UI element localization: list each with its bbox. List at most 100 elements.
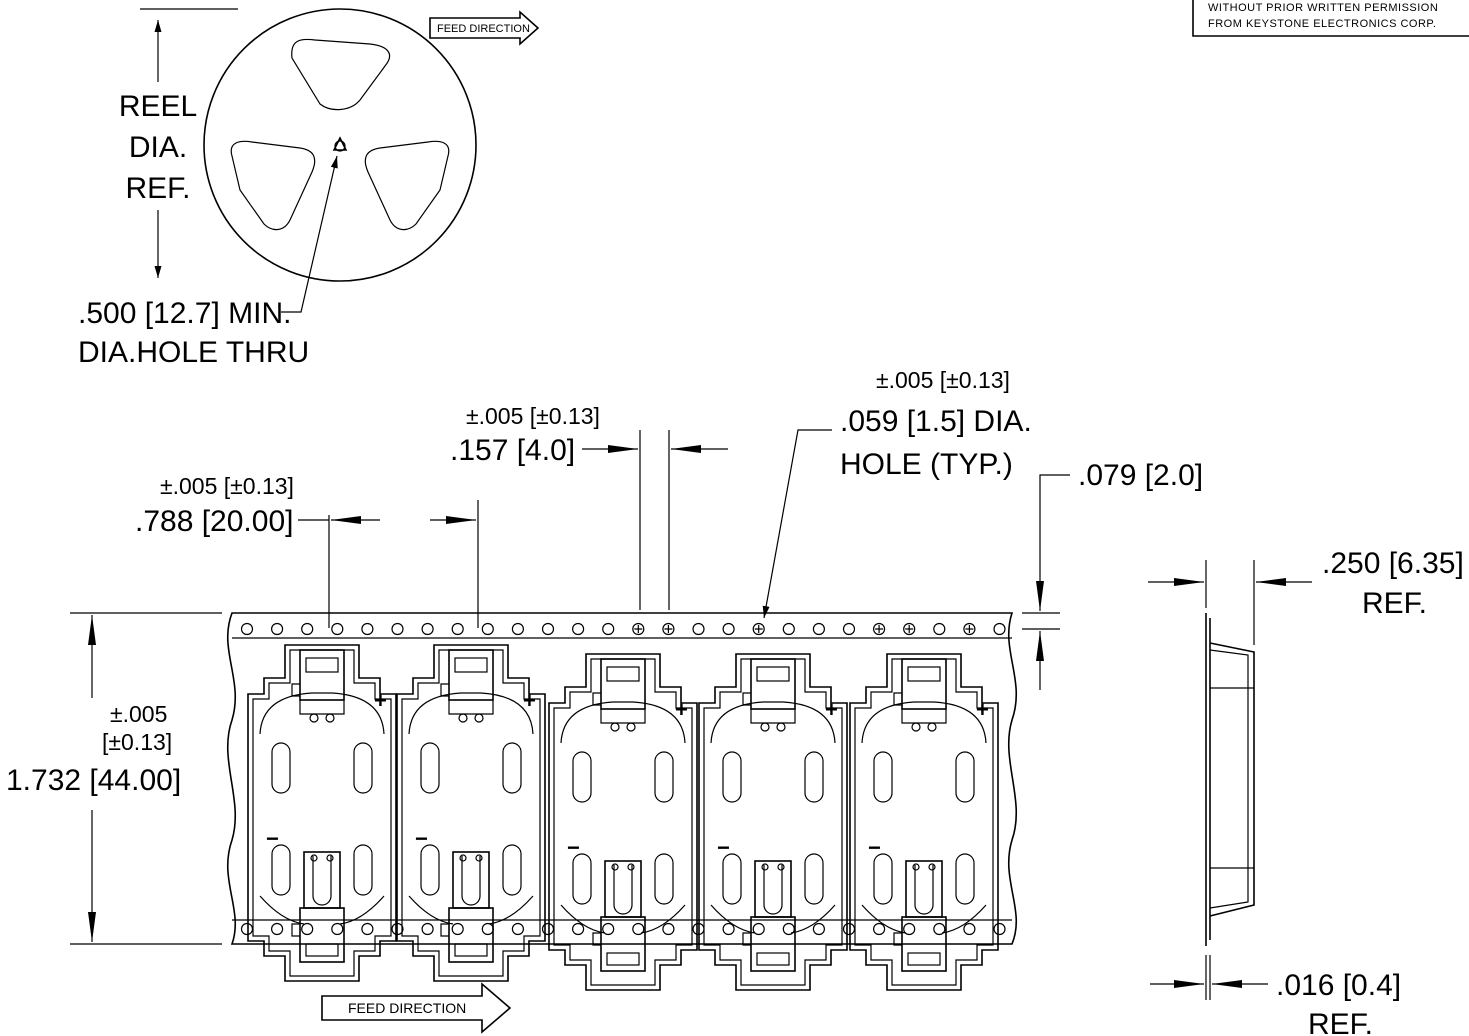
sprocket-hole <box>812 922 826 936</box>
battery-holder-pocket: +− <box>548 653 698 991</box>
hole-label-2: DIA.HOLE THRU <box>78 336 309 369</box>
carrier-tape: +−+−+−+−+− <box>226 612 1018 991</box>
sprocket-hole-mark <box>965 625 974 633</box>
sprocket-hole <box>301 922 314 936</box>
sprocket-hole <box>571 622 585 636</box>
sprocket-hole <box>662 922 675 936</box>
thickness-value: .016 [0.4] <box>1276 969 1401 1002</box>
pitch-tolerance: ±.005 [±0.13] <box>160 473 294 499</box>
sprocket-hole-mark <box>634 625 643 633</box>
tape-width-tolerance-2: [±0.13] <box>102 729 172 755</box>
sprocket-hole <box>361 622 374 636</box>
sprocket-hole <box>361 922 374 936</box>
polarity-minus: − <box>717 835 730 860</box>
sprocket-hole <box>331 622 344 636</box>
polarity-plus: + <box>976 697 989 722</box>
sprocket-hole-mark <box>664 625 673 633</box>
side-view <box>1148 560 1312 1000</box>
sprocket-hole-mark <box>905 625 914 633</box>
sprocket-hole <box>240 922 254 936</box>
polarity-minus: − <box>415 826 428 851</box>
sprocket-pitch-tolerance: ±.005 [±0.13] <box>466 403 600 429</box>
sprocket-hole <box>812 622 826 636</box>
pocket-depth-value: .250 [6.35] <box>1322 547 1464 580</box>
sprocket-hole <box>511 622 525 636</box>
sprocket-pitch-value: .157 [4.0] <box>450 434 575 467</box>
sprocket-hole <box>903 922 916 936</box>
feed-direction-label-top: FEED DIRECTION <box>437 23 530 35</box>
copyright-line-2: FROM KEYSTONE ELECTRONICS CORP. <box>1208 18 1436 30</box>
reel-dia-label-2: DIA. <box>129 131 187 164</box>
sprocket-hole <box>271 922 284 936</box>
polarity-minus: − <box>567 835 580 860</box>
sprocket-hole <box>722 922 735 936</box>
sprocket-hole <box>933 922 946 936</box>
sprocket-hole <box>692 622 705 636</box>
tape-width-value: 1.732 [44.00] <box>6 764 181 797</box>
hole-dia-value: .059 [1.5] DIA. <box>840 405 1032 438</box>
sprocket-hole <box>271 622 284 636</box>
battery-holder-pocket: +− <box>849 653 999 991</box>
feed-direction-label-bottom: FEED DIRECTION <box>348 1000 466 1016</box>
thickness-ref: REF. <box>1308 1008 1373 1036</box>
reel-drawing: FEED DIRECTION REEL DIA. REF. .500 [12.7… <box>78 8 540 369</box>
sprocket-hole <box>541 622 555 636</box>
sprocket-hole <box>933 622 946 636</box>
sprocket-hole <box>301 622 314 636</box>
battery-holder-pocket: +− <box>247 644 397 982</box>
sprocket-hole <box>481 622 494 636</box>
feed-direction-arrow-top: FEED DIRECTION <box>429 10 540 46</box>
polarity-plus: + <box>825 697 838 722</box>
pitch-value: .788 [20.00] <box>135 505 293 538</box>
battery-holder-pocket: +− <box>396 644 546 982</box>
sprocket-hole <box>451 922 464 936</box>
sprocket-hole <box>421 922 434 936</box>
polarity-plus: + <box>374 688 387 713</box>
sprocket-hole <box>541 922 555 936</box>
pocket-depth-ref: REF. <box>1362 587 1427 620</box>
sprocket-hole <box>602 922 615 936</box>
sprocket-hole <box>722 622 735 636</box>
polarity-minus: − <box>868 835 881 860</box>
polarity-minus: − <box>266 826 279 851</box>
sprocket-hole-mark <box>875 625 884 633</box>
sprocket-hole <box>993 622 1006 636</box>
sprocket-hole <box>451 622 464 636</box>
feed-direction-arrow-bottom: FEED DIRECTION <box>321 982 512 1034</box>
sprocket-hole <box>842 622 856 636</box>
sprocket-hole-mark <box>754 625 763 633</box>
sprocket-hole <box>752 922 765 936</box>
sprocket-hole <box>511 922 525 936</box>
sprocket-hole <box>872 622 886 636</box>
sprocket-hole <box>752 622 765 636</box>
sprocket-hole <box>632 922 645 936</box>
tape-width-tolerance-1: ±.005 <box>110 701 167 727</box>
polarity-plus: + <box>523 688 536 713</box>
reel-dia-label-3: REF. <box>125 172 190 205</box>
sprocket-hole <box>240 622 254 636</box>
sprocket-hole <box>842 922 856 936</box>
sprocket-hole <box>662 622 675 636</box>
sprocket-hole <box>632 622 645 636</box>
edge-offset-value: .079 [2.0] <box>1078 459 1203 492</box>
battery-holder-pocket: +− <box>698 653 848 991</box>
sprocket-hole <box>421 622 434 636</box>
polarity-plus: + <box>675 697 688 722</box>
hole-label-1: .500 [12.7] MIN. <box>78 297 291 330</box>
sprocket-hole <box>963 922 976 936</box>
sprocket-hole <box>571 922 585 936</box>
sprocket-hole <box>782 622 795 636</box>
sprocket-hole <box>391 622 404 636</box>
sprocket-hole <box>481 922 494 936</box>
sprocket-hole <box>963 622 976 636</box>
sprocket-hole <box>602 622 615 636</box>
hole-dia-value-2: HOLE (TYP.) <box>840 448 1013 481</box>
reel-dia-label-1: REEL <box>119 90 197 123</box>
sprocket-hole <box>903 622 916 636</box>
copyright-line-1: WITHOUT PRIOR WRITTEN PERMISSION <box>1208 2 1438 14</box>
sprocket-hole <box>331 922 344 936</box>
sprocket-hole <box>993 922 1006 936</box>
sprocket-hole <box>872 922 886 936</box>
hole-dia-tolerance: ±.005 [±0.13] <box>876 367 1010 393</box>
